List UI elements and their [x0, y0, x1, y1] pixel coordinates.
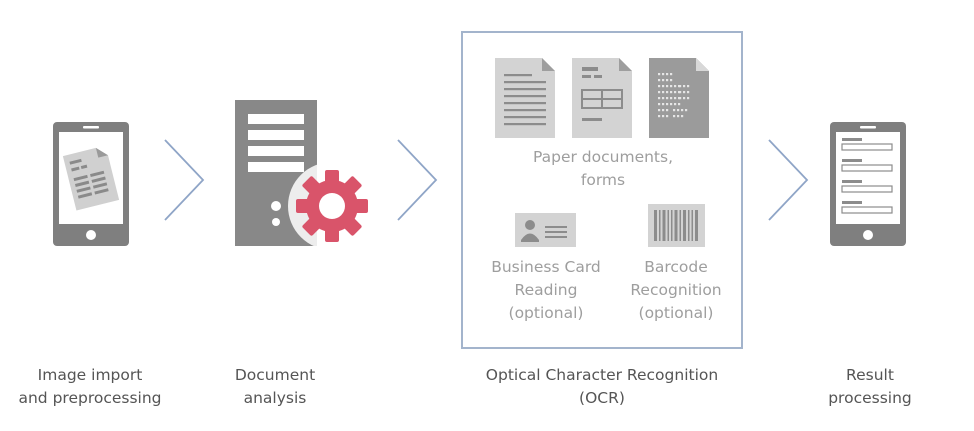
scanned-document-icon	[62, 147, 120, 211]
step-label-document-analysis: Document analysis	[234, 366, 316, 407]
chevron-right-icon	[397, 139, 438, 221]
phone-icon	[53, 122, 129, 246]
table-document-icon	[649, 58, 709, 138]
step-label-result-processing: Result processing	[828, 366, 912, 407]
chevron-right-icon	[768, 139, 809, 221]
ocr-box	[461, 31, 743, 349]
server-icon	[235, 100, 376, 250]
business-card-label: Business Card Reading (optional)	[491, 258, 601, 322]
barcode-label: Barcode Recognition (optional)	[630, 258, 722, 322]
form-icon	[572, 58, 632, 138]
step-label-ocr: Optical Character Recognition (OCR)	[485, 366, 719, 407]
step-label-image-import: Image import and preprocessing	[18, 366, 162, 407]
gear-icon	[296, 170, 368, 242]
business-card-icon	[515, 213, 576, 247]
result-phone-icon	[830, 122, 906, 246]
chevron-right-icon	[164, 139, 205, 221]
paper-documents-label: Paper documents, forms	[532, 148, 674, 189]
barcode-icon	[648, 204, 705, 247]
document-icon	[495, 58, 555, 138]
